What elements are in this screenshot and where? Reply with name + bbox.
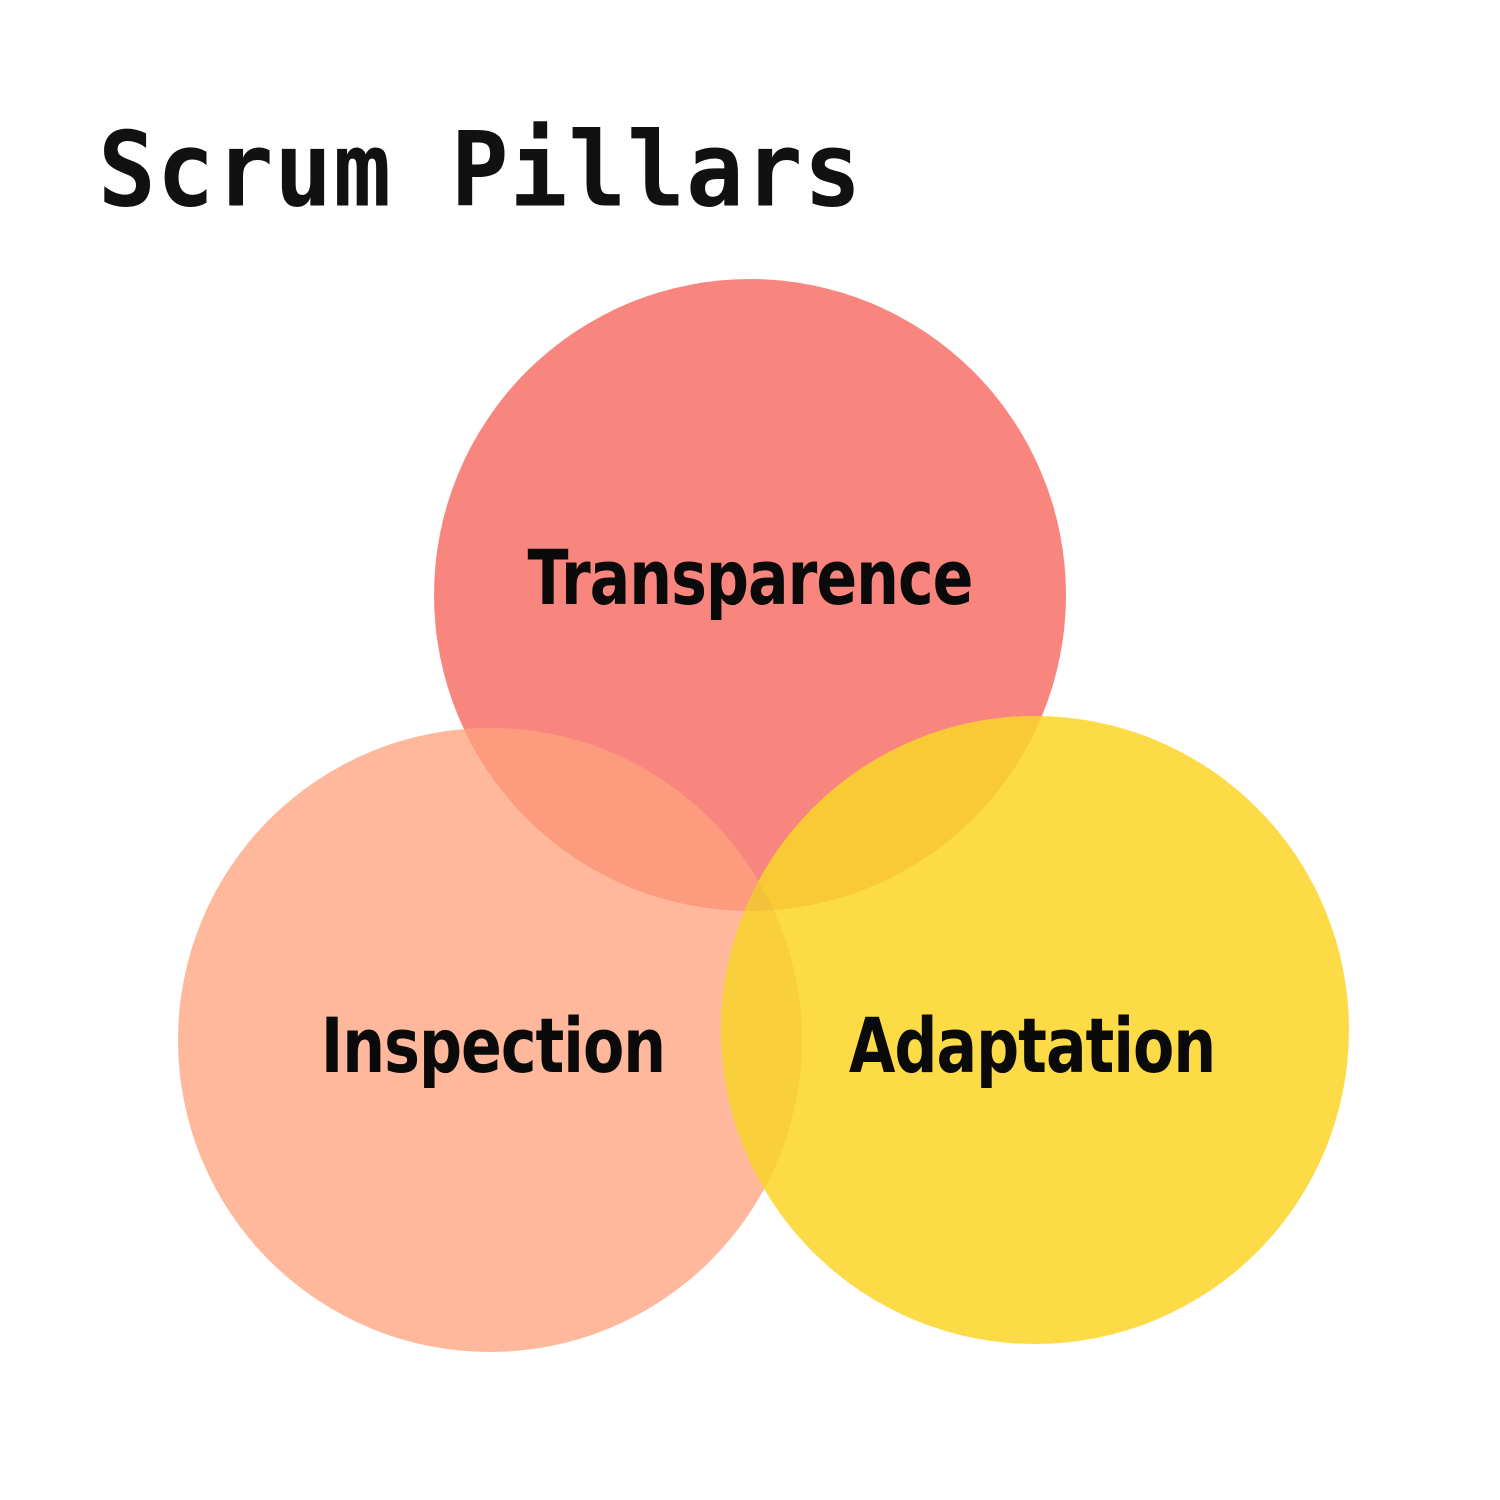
page-title: Scrum Pillars xyxy=(98,109,863,231)
venn-overlap-transparence-adaptation xyxy=(721,716,1066,911)
venn-label-transparence: Transparence xyxy=(527,533,974,623)
venn-label-inspection: Inspection xyxy=(320,1001,666,1091)
venn-label-adaptation: Adaptation xyxy=(848,1001,1216,1091)
venn-overlap-transparence-inspection xyxy=(434,728,802,911)
